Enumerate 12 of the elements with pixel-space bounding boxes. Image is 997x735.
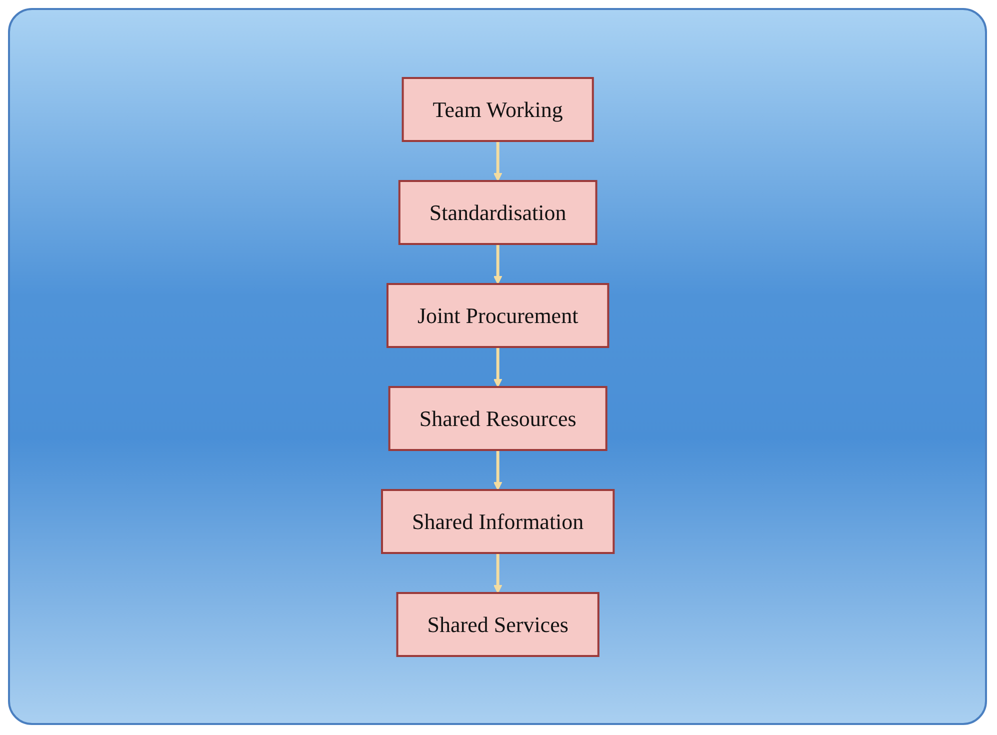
node-box [398,180,597,244]
node-box [388,386,607,450]
arrow [493,244,502,284]
node-box [386,282,609,348]
arrow [493,552,502,593]
node-box [396,592,600,656]
node-box [401,76,594,142]
arrow [493,450,502,490]
node-box [380,488,614,554]
arrow [493,346,502,387]
panel-background: Team Working Standardisation Joint Procurement Shared Resources Shared Information Shared Services [8,8,987,725]
arrow [493,140,502,181]
